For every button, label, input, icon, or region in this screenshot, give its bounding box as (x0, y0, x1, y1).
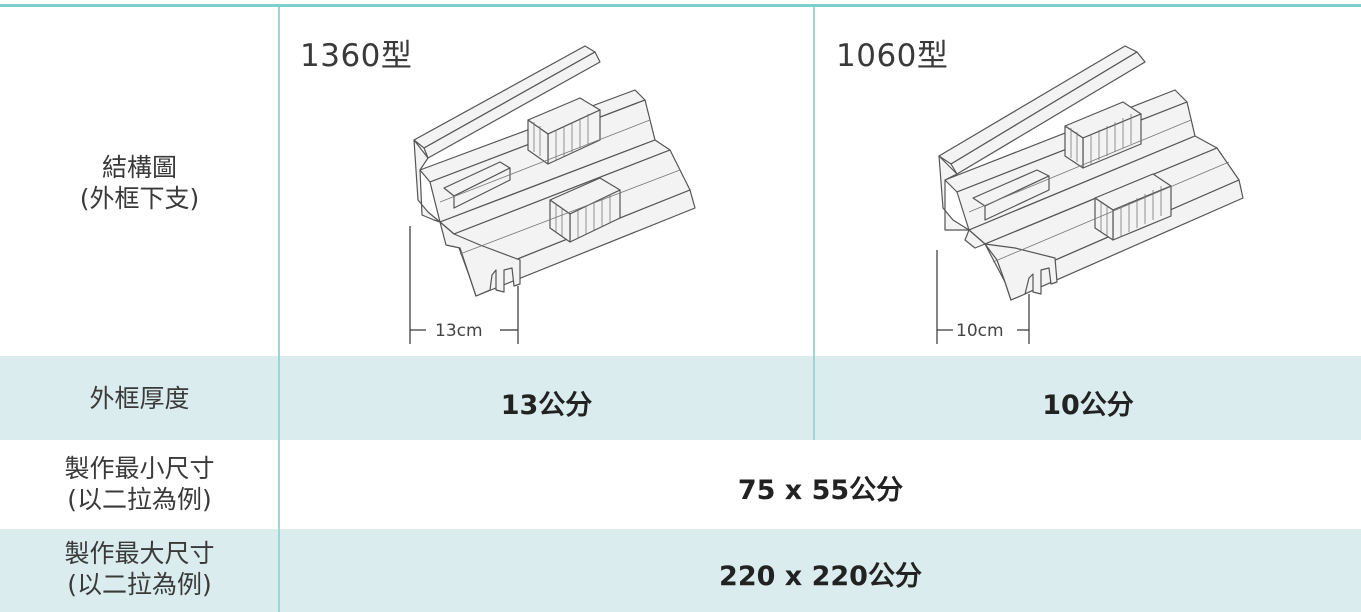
aluminum-frame-profile-1060-image: 10cm (936, 45, 1244, 344)
row-band-frame-thickness (0, 356, 1361, 440)
column-divider-label (278, 7, 280, 612)
aluminum-frame-profile-1360-image: 13cm (409, 45, 696, 344)
label-max-size: 製作最大尺寸 (以二拉為例) (64, 539, 215, 599)
label-frame-thickness: 外框厚度 (89, 384, 190, 413)
column-divider-models (813, 7, 815, 440)
model-name-1060: 1060型 (836, 38, 949, 74)
value-max-size: 220 x 220公分 (719, 561, 922, 592)
value-frame-thickness-1360: 13公分 (500, 390, 593, 421)
model-name-1360: 1360型 (300, 38, 413, 74)
top-border (0, 4, 1361, 7)
label-min-size: 製作最小尺寸 (以二拉為例) (64, 454, 215, 514)
dimension-label-1360: 13cm (435, 321, 483, 341)
row-band-max-size (0, 529, 1361, 612)
label-structure-diagram: 結構圖 (外框下支) (79, 153, 200, 213)
value-frame-thickness-1060: 10公分 (1042, 390, 1134, 421)
dimension-label-1060: 10cm (956, 321, 1004, 341)
value-min-size: 75 x 55公分 (737, 475, 904, 506)
